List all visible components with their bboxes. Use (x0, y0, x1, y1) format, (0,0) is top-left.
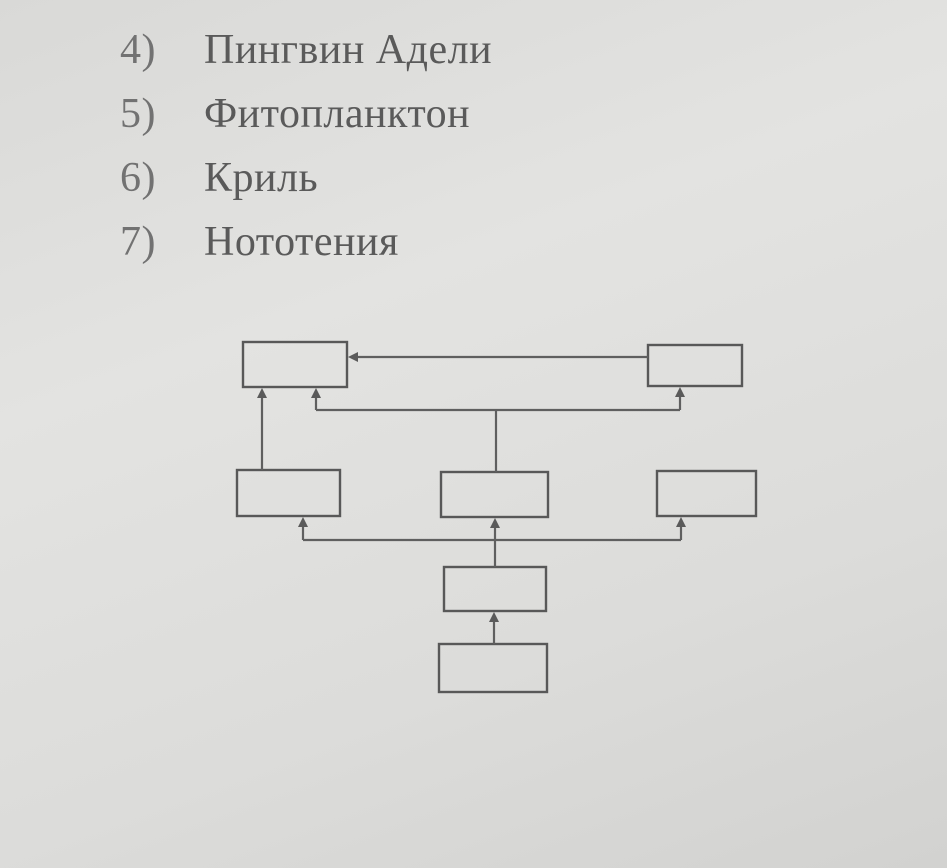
bottom-box[interactable] (437, 642, 549, 694)
arrow-head (311, 388, 321, 398)
arrow-head (490, 518, 500, 528)
option-label: Фитопланктон (204, 91, 471, 137)
arrow-head (298, 517, 308, 527)
row2-left-box[interactable] (235, 468, 342, 518)
row2-right-box[interactable] (655, 469, 758, 518)
arrow-head (675, 387, 685, 397)
list-item: 4) Пингвин Адели (120, 18, 492, 82)
option-number: 5) (120, 91, 156, 137)
option-label: Пингвин Адели (204, 27, 493, 73)
arrow-head (348, 352, 358, 362)
middle-box[interactable] (442, 565, 548, 613)
option-label: Криль (204, 155, 319, 201)
option-number: 4) (120, 27, 156, 73)
top-left-box[interactable] (241, 340, 349, 389)
option-number: 6) (120, 155, 156, 201)
option-number: 7) (120, 219, 156, 265)
list-item: 5) Фитопланктон (120, 82, 492, 146)
arrow-head (257, 388, 267, 398)
list-item: 7) Нототения (120, 210, 492, 274)
option-label: Нототения (204, 219, 399, 265)
row2-center-box[interactable] (439, 470, 550, 519)
answer-options-list: 4) Пингвин Адели 5) Фитопланктон 6) Криль 7… (120, 18, 492, 274)
arrow-head (676, 517, 686, 527)
arrow-head (489, 612, 499, 622)
list-item: 6) Криль (120, 146, 492, 210)
top-right-box[interactable] (646, 343, 744, 388)
